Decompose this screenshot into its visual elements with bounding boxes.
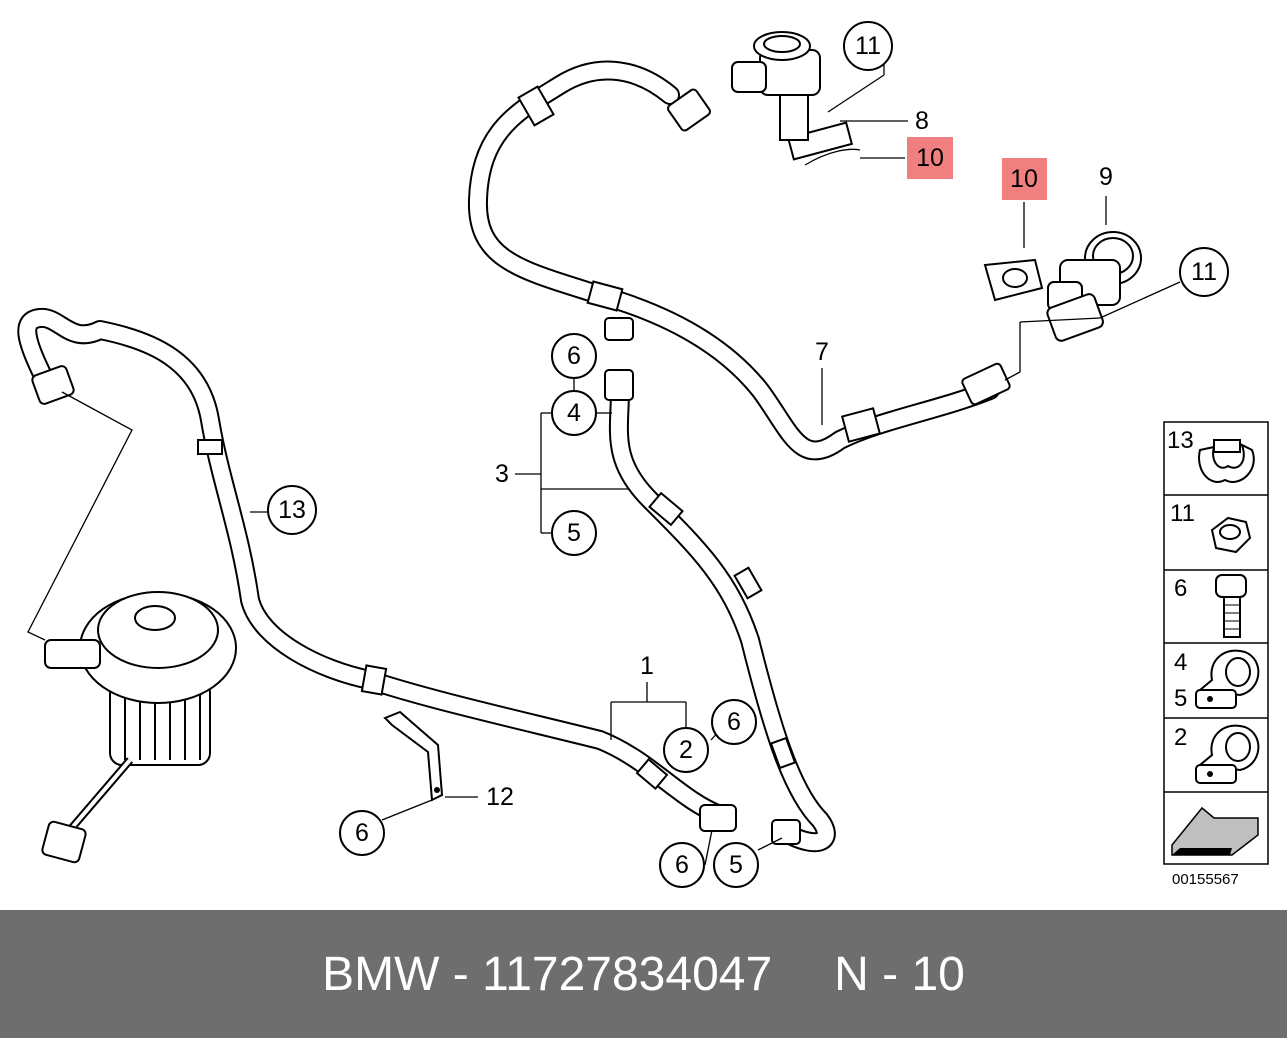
callout-10-right: 10: [1002, 158, 1047, 200]
svg-text:3: 3: [495, 460, 509, 488]
direction-arrow-icon: [1171, 806, 1259, 856]
svg-text:10: 10: [1010, 165, 1038, 193]
legend-item-13: 13: [1167, 427, 1255, 483]
svg-text:6: 6: [727, 708, 741, 736]
svg-text:13: 13: [1167, 427, 1194, 454]
callout-6-bracket: 6: [339, 810, 385, 856]
legend-item-11: 11: [1170, 500, 1252, 554]
callout-6-lower: 6: [711, 699, 757, 745]
air-pump: [41, 591, 237, 864]
svg-text:6: 6: [355, 819, 369, 847]
svg-text:6: 6: [1174, 575, 1187, 602]
callout-11-top: 11: [843, 21, 893, 71]
svg-text:4: 4: [567, 399, 581, 427]
hose-upper: [467, 60, 1000, 461]
hose-middle: [608, 380, 836, 853]
legend-item-2: 2: [1174, 724, 1260, 784]
callout-9: 9: [1099, 163, 1113, 191]
callout-2: 2: [663, 727, 709, 773]
hose-lower: [17, 308, 730, 825]
callout-4-mid: 4: [551, 390, 597, 436]
callout-6-bottom: 6: [659, 842, 705, 888]
callout-10-top: 10: [907, 137, 953, 179]
svg-text:5: 5: [567, 519, 581, 547]
cable-clamp-icon-2: [1195, 724, 1260, 784]
legend-panel: 13 11 6 4 5: [1163, 421, 1269, 888]
svg-text:11: 11: [1170, 500, 1195, 527]
svg-text:12: 12: [486, 783, 514, 811]
svg-text:2: 2: [1174, 724, 1187, 751]
svg-text:6: 6: [567, 342, 581, 370]
callout-7: 7: [815, 338, 829, 366]
svg-text:4: 4: [1174, 649, 1187, 676]
svg-text:11: 11: [1191, 258, 1217, 286]
svg-text:10: 10: [916, 144, 944, 172]
legend-item-6: 6: [1174, 574, 1247, 638]
svg-text:5: 5: [1174, 685, 1187, 712]
svg-text:6: 6: [675, 851, 689, 879]
hose-clip-icon: [1198, 439, 1255, 483]
valve-top: [731, 31, 861, 166]
svg-text:5: 5: [729, 851, 743, 879]
callout-3: 3: [495, 460, 509, 488]
valve-right: [983, 231, 1142, 342]
legend-item-4-5: 4 5: [1174, 649, 1260, 712]
hose-sleeves: [197, 85, 882, 791]
callout-11-right: 11: [1179, 247, 1229, 297]
footer-page-number: N - 10: [834, 947, 965, 1001]
callout-12: 12: [486, 783, 514, 811]
cable-clamp-icon: [1195, 649, 1260, 709]
hose-connectors: [31, 88, 1011, 845]
callout-1: 1: [640, 652, 654, 680]
hex-nut-icon: [1210, 516, 1252, 554]
callout-13: 13: [267, 485, 317, 535]
svg-text:11: 11: [855, 32, 881, 60]
svg-text:2: 2: [679, 736, 693, 764]
parts-diagram: 11 8 10 10 9 11 7 6 4 3 5 13 1: [17, 21, 1269, 888]
bracket: [383, 710, 444, 802]
svg-text:8: 8: [915, 107, 929, 135]
svg-text:7: 7: [815, 338, 829, 366]
svg-text:9: 9: [1099, 163, 1113, 191]
callout-5-bottom: 5: [713, 842, 759, 888]
callout-6-mid: 6: [551, 333, 597, 379]
leader-lines: [27, 60, 1181, 866]
svg-text:13: 13: [278, 496, 306, 524]
callout-5-mid: 5: [551, 510, 597, 556]
callout-8: 8: [915, 107, 929, 135]
bolt-icon: [1215, 574, 1247, 638]
footer-bar: BMW - 11727834047 N - 10: [0, 910, 1287, 1038]
legend-reference-number: 00155567: [1172, 871, 1239, 888]
footer-part-number: BMW - 11727834047: [322, 947, 773, 1001]
svg-text:1: 1: [640, 652, 654, 680]
